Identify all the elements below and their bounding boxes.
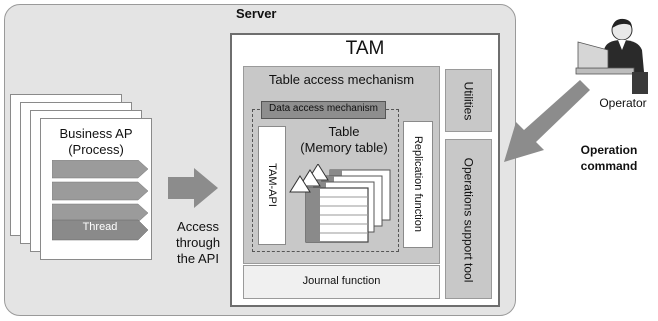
table-title-line1: Table [328, 124, 360, 139]
tam-api-label: TAM-API [266, 163, 278, 207]
thread-arrow-1 [52, 160, 149, 179]
data-access-mechanism-box [261, 101, 386, 119]
thread-arrows [52, 160, 149, 241]
thread-arrow-2 [52, 181, 149, 201]
operations-support-tool-box [445, 139, 492, 299]
server-title: Server [236, 6, 277, 21]
operation-command-line2: command [580, 159, 638, 173]
memory-table-icon [289, 164, 391, 243]
business-ap-title: Business AP (Process) [40, 126, 152, 158]
table-title-line2: (Memory table) [300, 140, 388, 155]
replication-function-box [403, 121, 433, 248]
utilities-box [445, 69, 492, 132]
thread-label: Thread [82, 221, 118, 233]
operations-support-tool-label: Operations support tool [461, 157, 476, 283]
tam-api-box [258, 126, 286, 245]
thread-arrow-3 [52, 203, 149, 223]
table-access-mechanism-title: Table access mechanism [268, 72, 415, 87]
thread-arrow-4 [52, 219, 149, 241]
access-line1: Access [177, 219, 219, 234]
journal-function-label: Journal function [302, 275, 381, 287]
operator-icon [575, 18, 648, 94]
operator-label: Operator [599, 96, 647, 110]
operation-command-arrow-icon [504, 80, 590, 162]
business-ap-title-line1: Business AP [59, 126, 133, 141]
journal-function-box [243, 265, 440, 299]
operation-command-line1: Operation [580, 143, 638, 157]
tree-index-icons [289, 164, 329, 193]
tam-title: TAM [345, 38, 385, 59]
operation-command-label: Operation command [560, 142, 658, 174]
memory-table-title: Table (Memory table) [286, 124, 402, 156]
access-line3: the API [177, 251, 219, 266]
access-line2: through [175, 235, 221, 250]
access-through-api-label: Access through the API [166, 219, 230, 267]
utilities-label: Utilities [461, 81, 476, 121]
table-sheet-front [305, 187, 369, 243]
data-access-mechanism-label: Data access mechanism [269, 103, 378, 114]
replication-function-label: Replication function [412, 135, 424, 232]
access-arrow-icon [168, 168, 218, 208]
business-ap-title-line2: (Process) [68, 142, 124, 157]
